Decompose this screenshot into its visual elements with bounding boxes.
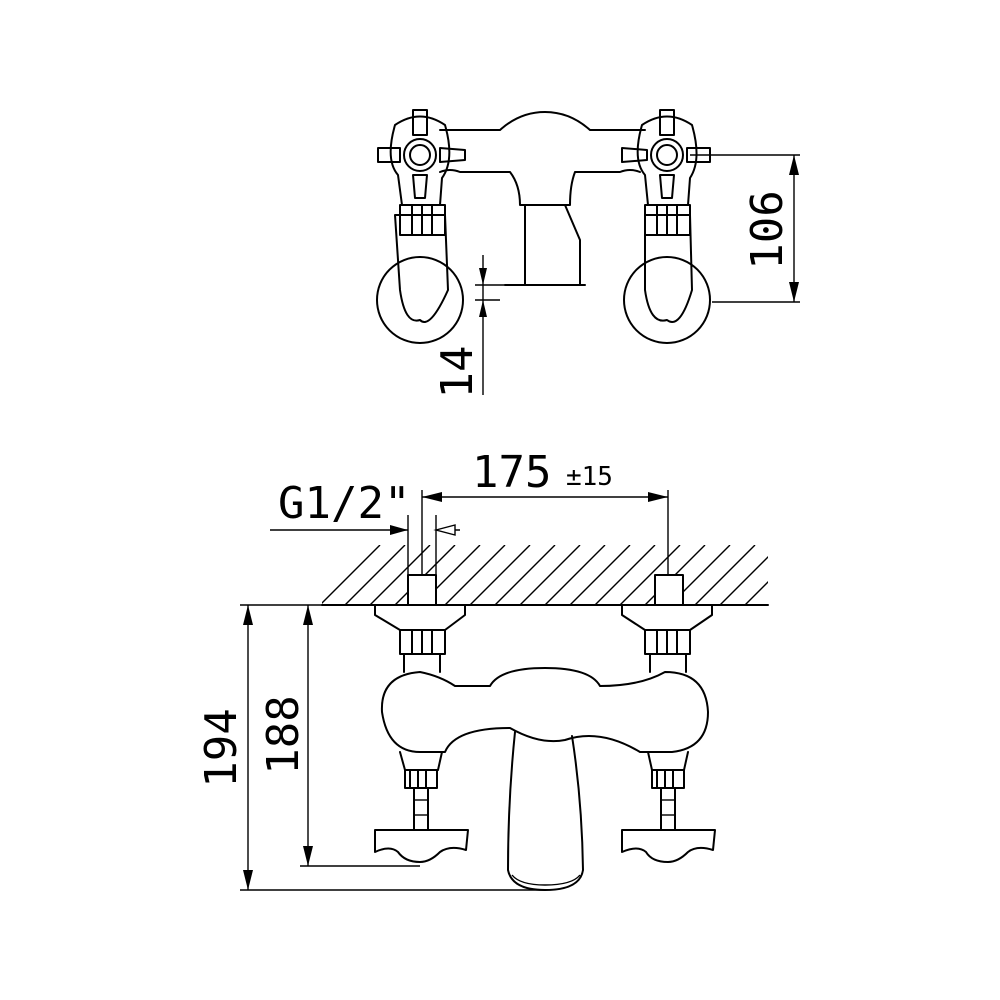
top-body-bar — [439, 111, 646, 131]
right-nut — [644, 629, 691, 673]
thread-label: G1/2" — [278, 478, 410, 529]
right-flange — [621, 604, 713, 631]
right-spindle — [621, 769, 716, 863]
dimension-188: 188 — [258, 605, 420, 867]
right-cross-handle — [621, 829, 716, 863]
spout — [507, 731, 584, 891]
dimension-194: 194 — [196, 604, 545, 891]
dim-194-label: 194 — [196, 708, 247, 787]
top-left-handle — [376, 109, 466, 344]
left-spindle — [374, 769, 469, 863]
top-right-handle — [621, 109, 711, 344]
dim-106-label: 106 — [742, 190, 793, 269]
dim-175-label: 175 — [472, 447, 551, 498]
mixer-body — [380, 667, 709, 753]
mounting-surface-hatch — [321, 545, 769, 607]
dimension-106: 106 — [690, 154, 800, 303]
left-flange — [374, 604, 466, 631]
dim-188-label: 188 — [258, 695, 309, 774]
dim-14-label: 14 — [432, 346, 483, 399]
top-view: 106 14 — [376, 109, 800, 398]
thread-dimension: G1/2" — [270, 478, 460, 575]
left-nut — [399, 629, 446, 673]
front-view: G1/2" 175 ±15 — [196, 447, 769, 891]
dim-175-tolerance: ±15 — [566, 462, 613, 492]
dimension-14: 14 — [432, 255, 510, 398]
left-cross-handle — [374, 829, 469, 863]
dimension-175: 175 ±15 — [421, 447, 669, 575]
